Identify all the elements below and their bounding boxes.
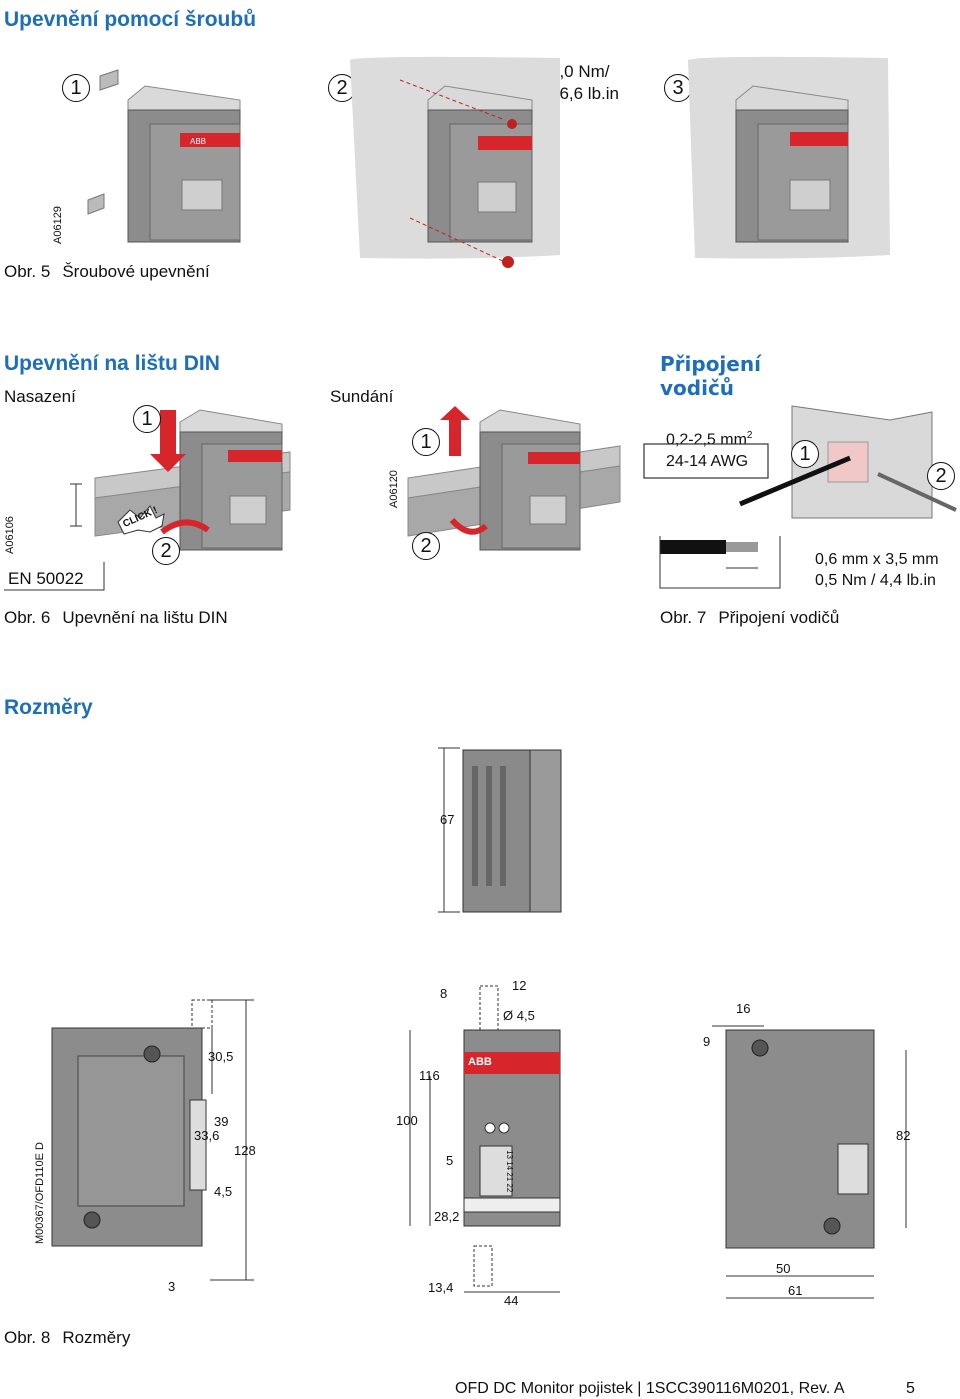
- mount-label: Nasazení: [4, 387, 76, 406]
- dim-8: 8: [440, 986, 448, 1001]
- figure-5-text: Šroubové upevnění: [62, 262, 210, 281]
- dim-12: 12: [512, 978, 527, 993]
- dim-9: 9: [703, 1034, 711, 1049]
- device-step1: ABB: [127, 85, 241, 243]
- footer-document-title: OFD DC Monitor pojistek | 1SCC390116M020…: [455, 1380, 845, 1397]
- figure-7-text: Připojení vodičů: [718, 608, 840, 627]
- wire-connection-illustration: [643, 405, 957, 589]
- section-title-din-rail: Upevnění na lištu DIN: [4, 352, 220, 375]
- rotate-arrow-icon: [449, 517, 488, 535]
- figure-8-number: Obr. 8: [4, 1328, 51, 1347]
- dim-61: 61: [788, 1283, 803, 1298]
- din-step-1-dismount: 1: [412, 428, 440, 456]
- terminal-labels: 13 14 21 22: [505, 1150, 514, 1193]
- din-step-2-mount: 2: [152, 537, 180, 565]
- screwdriver-size: 0,6 mm x 3,5 mm: [815, 551, 939, 568]
- figure-5-caption: Obr. 5 Šroubové upevnění: [4, 262, 210, 282]
- din-step-2-dismount: 2: [412, 532, 440, 560]
- dismount-label: Sundání: [330, 387, 394, 406]
- footer-page-number: 5: [906, 1380, 915, 1397]
- section-title-screw-mounting: Upevnění pomocí šroubů: [4, 8, 257, 31]
- dim-16: 16: [736, 1001, 751, 1016]
- figure-code-m00367: M00367/OFD110E D: [34, 1142, 46, 1244]
- wire-step-1: 1: [791, 440, 819, 468]
- dim-44: 44: [504, 1293, 519, 1308]
- figure-6-text: Upevnění na lištu DIN: [62, 608, 228, 627]
- device-step3: [735, 85, 849, 243]
- bracket-icon: [99, 69, 119, 91]
- figure-8-text: Rozměry: [62, 1328, 131, 1347]
- din-step-1-mount: 1: [133, 405, 161, 433]
- section-title-dimensions: Rozměry: [4, 696, 93, 719]
- screw-icon: [507, 119, 517, 129]
- device-step2: [427, 85, 533, 243]
- dim-hole-diameter: Ø 4,5: [503, 1008, 535, 1023]
- screw-icon: [502, 256, 514, 268]
- rear-view-drawing: [712, 1025, 907, 1299]
- dim-33-6: 33,6: [194, 1128, 220, 1143]
- svg-text:ABB: ABB: [190, 137, 206, 146]
- rail-standard: EN 50022: [8, 569, 84, 588]
- figure-6-caption: Obr. 6 Upevnění na lištu DIN: [4, 608, 228, 628]
- awg-size: 24-14 AWG: [666, 453, 749, 470]
- front-view-drawing: [409, 985, 561, 1293]
- step-number-1: 1: [62, 74, 90, 102]
- figure-6-number: Obr. 6: [4, 608, 51, 627]
- dim-5: 5: [446, 1153, 454, 1168]
- dim-39: 39: [214, 1114, 229, 1129]
- section-title-wire-connection: Připojení: [660, 352, 761, 376]
- side-view-drawing: [51, 999, 254, 1281]
- rotate-arrow-icon: [160, 519, 210, 535]
- screw-mount-illustration: ABB: [87, 56, 890, 268]
- figure-5-number: Obr. 5: [4, 262, 51, 281]
- up-arrow-icon: [440, 406, 470, 456]
- click-burst-icon: [117, 505, 165, 535]
- terminal-torque: 0,5 Nm / 4,4 lb.in: [815, 572, 936, 589]
- dim-4-5: 4,5: [214, 1184, 233, 1199]
- down-arrow-icon: [150, 410, 186, 472]
- dim-50: 50: [776, 1261, 791, 1276]
- dim-67: 67: [440, 812, 455, 827]
- figure-code-a06106: A06106: [4, 516, 16, 554]
- dim-128: 128: [234, 1143, 256, 1158]
- torque-lbin: 26,6 lb.in: [550, 84, 619, 103]
- dim-13-4: 13,4: [428, 1280, 454, 1295]
- dim-116: 116: [419, 1068, 440, 1083]
- section-title-wire-connection-2: vodičů: [660, 376, 735, 400]
- dim-3: 3: [168, 1279, 176, 1294]
- figure-8-caption: Obr. 8 Rozměry: [4, 1328, 130, 1348]
- dim-28-2: 28,2: [434, 1209, 460, 1224]
- dim-100: 100: [396, 1113, 418, 1128]
- top-view-drawing: [438, 747, 562, 913]
- abb-logo: ABB: [468, 1056, 492, 1068]
- figure-7-caption: Obr. 7 Připojení vodičů: [660, 608, 839, 628]
- wire-step-2: 2: [927, 462, 955, 490]
- step-number-3: 3: [664, 74, 692, 102]
- dim-30-5: 30,5: [208, 1049, 234, 1064]
- figure-7-number: Obr. 7: [660, 608, 707, 627]
- wire: [739, 455, 851, 507]
- torque-nm: 3,0 Nm/: [550, 62, 610, 81]
- figure-code-a06120: A06120: [388, 470, 400, 508]
- screwdriver-icon: [877, 472, 957, 512]
- dim-82: 82: [896, 1128, 911, 1143]
- din-rail-illustration: [70, 406, 621, 551]
